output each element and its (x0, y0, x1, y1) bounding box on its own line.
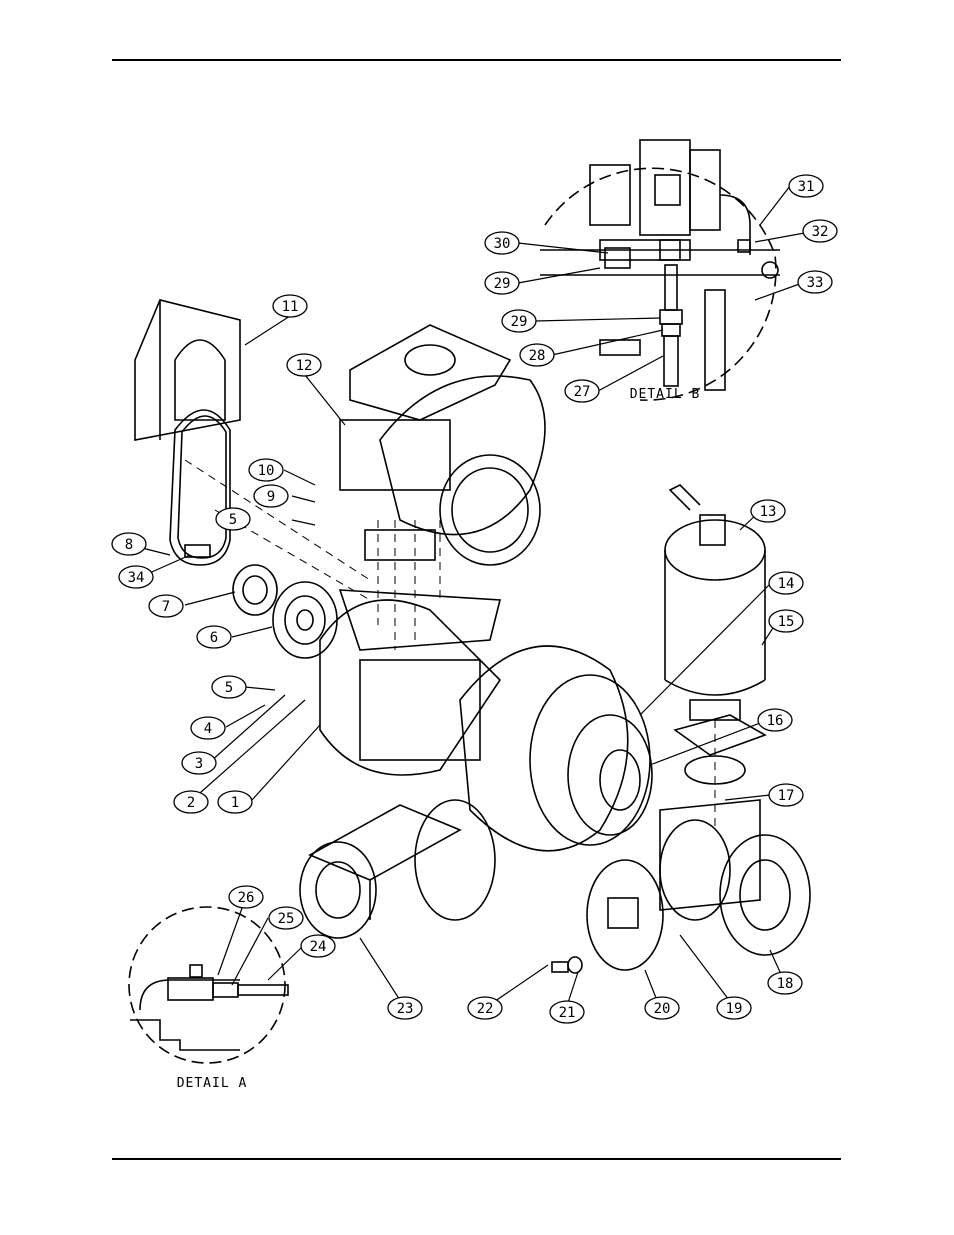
flange-plate (552, 860, 663, 973)
callout-number: 20 (654, 1001, 671, 1017)
callout-number: 15 (778, 614, 795, 630)
callout-number: 3 (195, 756, 203, 772)
callout-number: 12 (296, 358, 313, 374)
callout-number: 25 (278, 911, 295, 927)
callout-number: 23 (397, 1001, 414, 1017)
callout-number: 8 (125, 537, 133, 553)
detail-a-label: DETAIL A (177, 1076, 248, 1091)
callout-number: 30 (494, 236, 511, 252)
suction-pipe (300, 800, 495, 938)
callout-number: 29 (511, 314, 528, 330)
callout-number: 34 (128, 570, 145, 586)
callout-number: 19 (726, 1001, 743, 1017)
engine (340, 325, 545, 565)
callout-number: 5 (229, 512, 237, 528)
detail-a-view (129, 907, 288, 1063)
callout-number: 1 (231, 795, 239, 811)
detail-b-label: DETAIL B (630, 387, 701, 402)
discharge-elbow (660, 800, 810, 955)
callout-number: 22 (477, 1001, 494, 1017)
callout-number: 9 (267, 489, 275, 505)
callout-number: 14 (778, 576, 795, 592)
callout-number: 7 (162, 599, 170, 615)
callout-number: 16 (767, 713, 784, 729)
callout-number: 27 (574, 384, 591, 400)
callout-number: 32 (812, 224, 829, 240)
callout-number: 2 (187, 795, 195, 811)
drive-belt (170, 410, 230, 565)
callout-number: 26 (238, 890, 255, 906)
callout-number: 4 (204, 721, 212, 737)
callout-number: 13 (760, 504, 777, 520)
callout-number: 28 (529, 348, 546, 364)
callout-number: 10 (258, 463, 275, 479)
detail-b-view (540, 140, 780, 400)
assembly-lines (185, 460, 715, 830)
callout-number: 24 (310, 939, 327, 955)
callout-number: 6 (210, 630, 218, 646)
belt-guard (135, 300, 240, 440)
callout-number: 33 (807, 275, 824, 291)
callout-number: 17 (778, 788, 795, 804)
callout-number: 29 (494, 276, 511, 292)
callout-number: 11 (282, 299, 299, 315)
callout-number: 31 (798, 179, 815, 195)
pulleys (233, 565, 337, 658)
callout-number: 5 (225, 680, 233, 696)
callout-number: 21 (559, 1005, 576, 1021)
leader-lines (130, 186, 810, 1012)
callout-number: 18 (777, 976, 794, 992)
pump-frame (320, 590, 652, 851)
